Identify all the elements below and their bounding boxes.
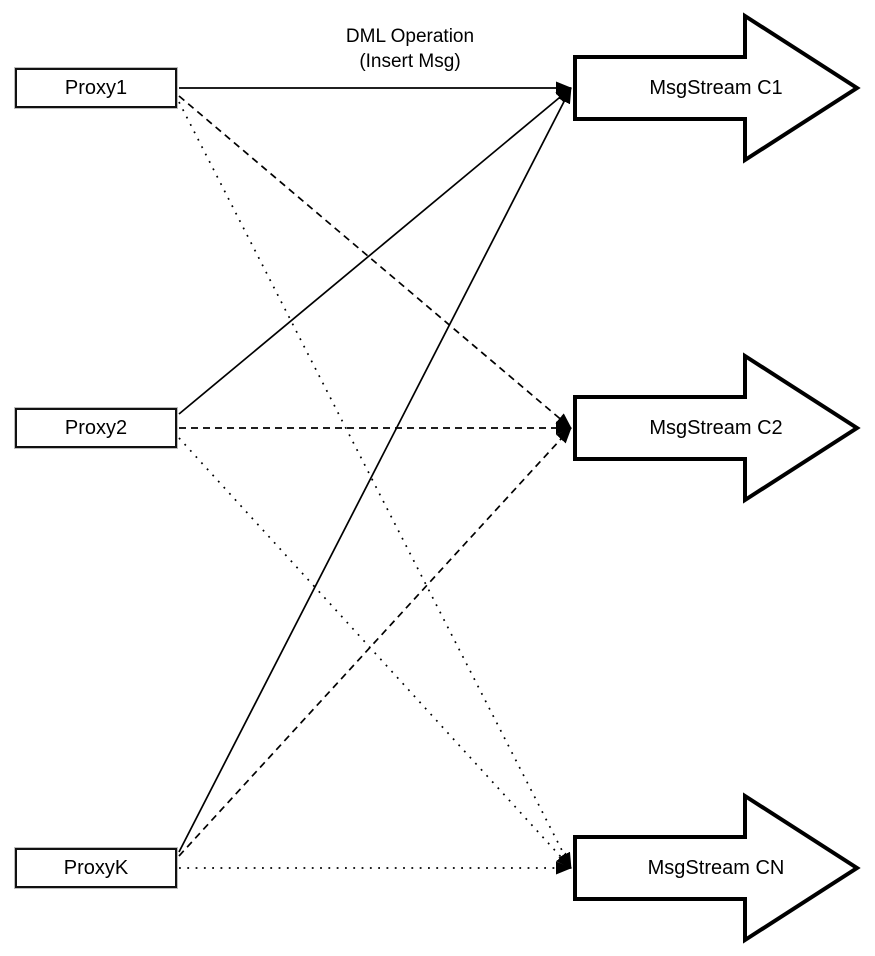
- connector-proxy2-to-cn-dotted: [178, 437, 572, 869]
- proxy1-node: Proxy1: [15, 68, 177, 108]
- proxy2-node: Proxy2: [15, 408, 177, 448]
- stream-arrow-cn: [573, 792, 861, 944]
- connector-proxy2-to-c1-solid: [178, 87, 572, 415]
- connector-proxyk-to-c1-solid: [178, 87, 572, 853]
- connector-proxy1-to-cn-dotted: [178, 101, 572, 869]
- stream-arrow-shapes: [573, 12, 861, 944]
- proxyk-label: ProxyK: [63, 856, 129, 879]
- proxyk-node: ProxyK: [15, 848, 177, 888]
- diagram-title-line1: DML Operation: [345, 26, 475, 47]
- proxy2-label: Proxy2: [64, 416, 128, 439]
- connector-proxy1-to-c2-dashed: [178, 95, 572, 429]
- stream-arrow-c2: [573, 352, 861, 504]
- proxy1-label: Proxy1: [64, 76, 128, 99]
- connector-proxyk-to-c2-dashed: [178, 427, 572, 857]
- diagram-title-line2: (Insert Msg): [359, 51, 461, 72]
- diagram-title: DML Operation (Insert Msg): [300, 24, 520, 74]
- connector-lines: [178, 81, 572, 875]
- stream-arrow-c1: [573, 12, 861, 164]
